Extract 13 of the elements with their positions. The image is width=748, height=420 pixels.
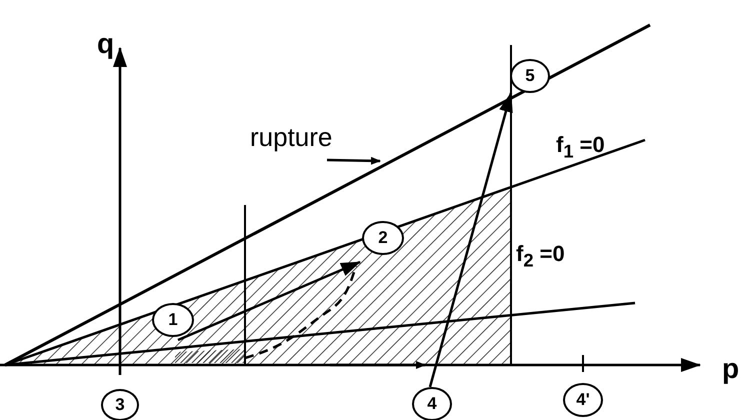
axis-label: q — [97, 30, 114, 58]
equation-label: f$_{1}$ =0 — [556, 134, 605, 161]
leader-arrow — [326, 156, 381, 165]
state-number: 3 — [101, 389, 139, 420]
state-number: 4 — [412, 387, 452, 420]
state-number: 4' — [563, 383, 603, 417]
state-number: 5 — [510, 59, 550, 93]
equation-label: f$_{2}$ =0 — [516, 243, 565, 270]
arrow — [178, 260, 361, 342]
arrow — [428, 92, 513, 388]
rupture-label: rupture — [250, 124, 332, 150]
axis-label: p — [722, 355, 740, 383]
arrow — [330, 361, 426, 369]
